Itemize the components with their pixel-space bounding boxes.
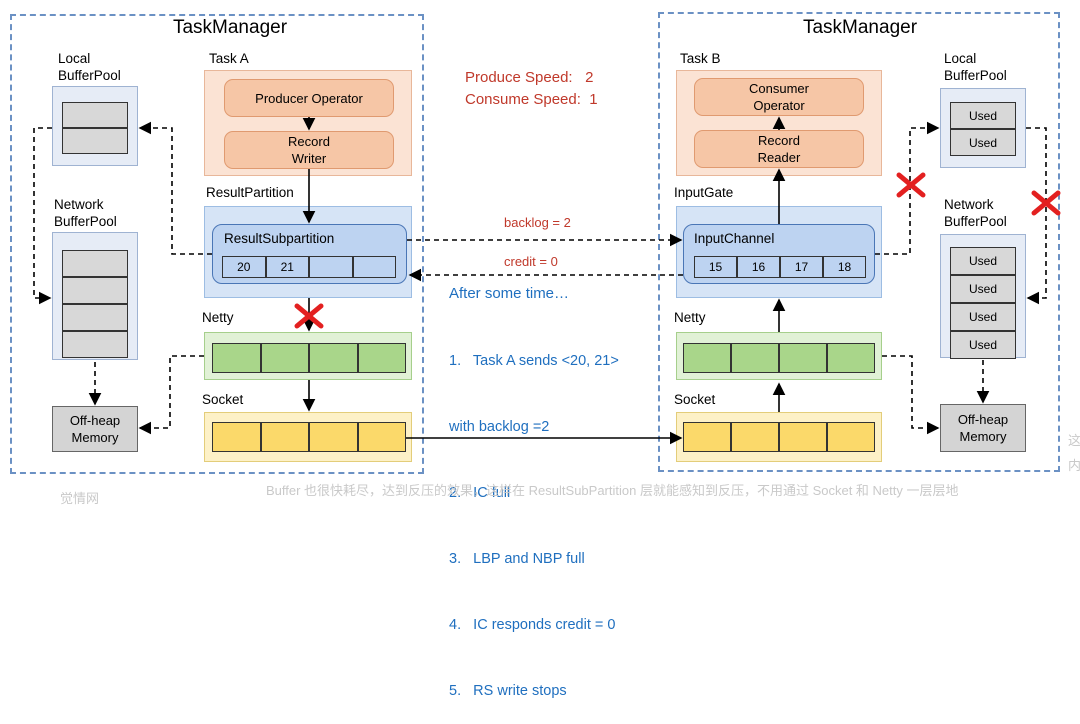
notes-heading: After some time… bbox=[449, 285, 570, 302]
input-gate-label: InputGate bbox=[674, 185, 734, 200]
netty-to-offheap-arrow-right bbox=[882, 355, 940, 435]
right-network-bufferpool-cells: Used Used Used Used bbox=[950, 247, 1016, 359]
netty-cell bbox=[357, 343, 406, 373]
right-taskmanager bbox=[658, 12, 1060, 472]
buffer-cell bbox=[352, 256, 396, 278]
bufferpool-cell bbox=[62, 102, 128, 128]
netty-cell bbox=[827, 343, 875, 373]
netty-cell bbox=[683, 343, 731, 373]
socket-cell bbox=[827, 422, 875, 452]
task-a-label: Task A bbox=[209, 51, 249, 66]
right-socket-buffer bbox=[683, 422, 875, 452]
buffer-cell: 16 bbox=[737, 256, 780, 278]
right-netty-label: Netty bbox=[674, 310, 706, 325]
left-local-bufferpool-cells bbox=[62, 102, 128, 154]
note-item: 4. IC responds credit = 0 bbox=[449, 617, 616, 633]
left-taskmanager bbox=[10, 14, 424, 474]
note-item: 1. Task A sends <20, 21> bbox=[449, 353, 619, 369]
left-local-bufferpool-label: Local BufferPool bbox=[58, 51, 121, 83]
netty-cell bbox=[260, 343, 309, 373]
socket-cell bbox=[212, 422, 261, 452]
socket-cell bbox=[779, 422, 827, 452]
record-writer: Record Writer bbox=[224, 131, 394, 169]
bg-text-bottom: Buffer 也很快耗尽，达到反压的效果，这样在 ResultSubPartit… bbox=[266, 483, 959, 498]
left-taskmanager-title: TaskManager bbox=[172, 17, 288, 38]
subpartition-buffer: 20 21 bbox=[222, 256, 396, 278]
note-item: 3. LBP and NBP full bbox=[449, 551, 585, 567]
right-socket-label: Socket bbox=[674, 392, 716, 407]
bg-text-bottom-left: 觉情网 bbox=[60, 491, 100, 506]
left-socket-buffer bbox=[212, 422, 406, 452]
left-netty-buffer bbox=[212, 343, 406, 373]
bufferpool-cell bbox=[62, 304, 128, 331]
left-netty-label: Netty bbox=[202, 310, 234, 325]
socket-cell bbox=[731, 422, 779, 452]
input-channel-label: InputChannel bbox=[694, 231, 775, 246]
lbp-to-nbp-arrow bbox=[33, 127, 52, 305]
netty-cell bbox=[731, 343, 779, 373]
consume-speed: Consume Speed: 1 bbox=[465, 91, 598, 108]
note-item: with backlog =2 bbox=[449, 419, 550, 435]
right-offheap-memory: Off-heap Memory bbox=[940, 404, 1026, 452]
right-local-bufferpool-label: Local BufferPool bbox=[944, 51, 1007, 83]
buffer-cell: 15 bbox=[694, 256, 737, 278]
buffer-cell bbox=[309, 256, 353, 278]
buffer-cell: 18 bbox=[823, 256, 866, 278]
netty-cell bbox=[309, 343, 358, 373]
bg-text-right-1: 这 bbox=[1068, 433, 1080, 448]
bufferpool-cell-used: Used bbox=[950, 247, 1016, 275]
socket-cell bbox=[260, 422, 309, 452]
blocked-cross-icon bbox=[294, 303, 324, 329]
note-item: 5. RS write stops bbox=[449, 683, 567, 699]
bufferpool-cell-used: Used bbox=[950, 275, 1016, 303]
blocked-cross-icon bbox=[1031, 190, 1061, 216]
bufferpool-cell bbox=[62, 277, 128, 304]
task-b-label: Task B bbox=[680, 51, 721, 66]
blocked-cross-icon bbox=[896, 172, 926, 198]
result-subpartition-label: ResultSubpartition bbox=[224, 231, 335, 246]
left-offheap-memory: Off-heap Memory bbox=[52, 406, 138, 452]
bufferpool-cell-used: Used bbox=[950, 129, 1016, 156]
connector-arrows bbox=[33, 116, 1061, 445]
consumer-operator: Consumer Operator bbox=[694, 78, 864, 116]
channel-to-lbp-arrow bbox=[875, 121, 940, 255]
right-netty-buffer bbox=[683, 343, 875, 373]
bufferpool-cell bbox=[62, 250, 128, 277]
result-partition-label: ResultPartition bbox=[206, 185, 294, 200]
record-reader: Record Reader bbox=[694, 130, 864, 168]
netty-cell bbox=[779, 343, 827, 373]
socket-cell bbox=[683, 422, 731, 452]
buffer-cell: 20 bbox=[222, 256, 266, 278]
socket-cell bbox=[357, 422, 406, 452]
left-network-bufferpool-cells bbox=[62, 250, 128, 358]
lbp-to-nbp-arrow-right bbox=[1026, 127, 1047, 305]
bufferpool-cell bbox=[62, 128, 128, 154]
note-item: 2. IC full bbox=[449, 485, 511, 501]
produce-speed: Produce Speed: 2 bbox=[465, 69, 594, 86]
right-taskmanager-title: TaskManager bbox=[802, 17, 918, 38]
bufferpool-cell-used: Used bbox=[950, 303, 1016, 331]
credit-label: credit = 0 bbox=[504, 254, 558, 269]
socket-cell bbox=[309, 422, 358, 452]
netty-to-offheap-arrow bbox=[138, 355, 204, 435]
bufferpool-cell-used: Used bbox=[950, 331, 1016, 359]
input-channel-buffer: 15 16 17 18 bbox=[694, 256, 866, 278]
bufferpool-cell bbox=[62, 331, 128, 358]
bg-text-right-2: 内 bbox=[1068, 458, 1080, 473]
right-network-bufferpool-label: Network BufferPool bbox=[944, 197, 1007, 229]
producer-operator: Producer Operator bbox=[224, 79, 394, 117]
bufferpool-cell-used: Used bbox=[950, 102, 1016, 129]
backlog-label: backlog = 2 bbox=[504, 215, 571, 230]
subpartition-to-lbp-arrow bbox=[138, 121, 212, 255]
buffer-cell: 17 bbox=[780, 256, 823, 278]
right-local-bufferpool-cells: Used Used bbox=[950, 102, 1016, 156]
left-network-bufferpool-label: Network BufferPool bbox=[54, 197, 117, 229]
left-socket-label: Socket bbox=[202, 392, 244, 407]
buffer-cell: 21 bbox=[265, 256, 309, 278]
netty-cell bbox=[212, 343, 261, 373]
